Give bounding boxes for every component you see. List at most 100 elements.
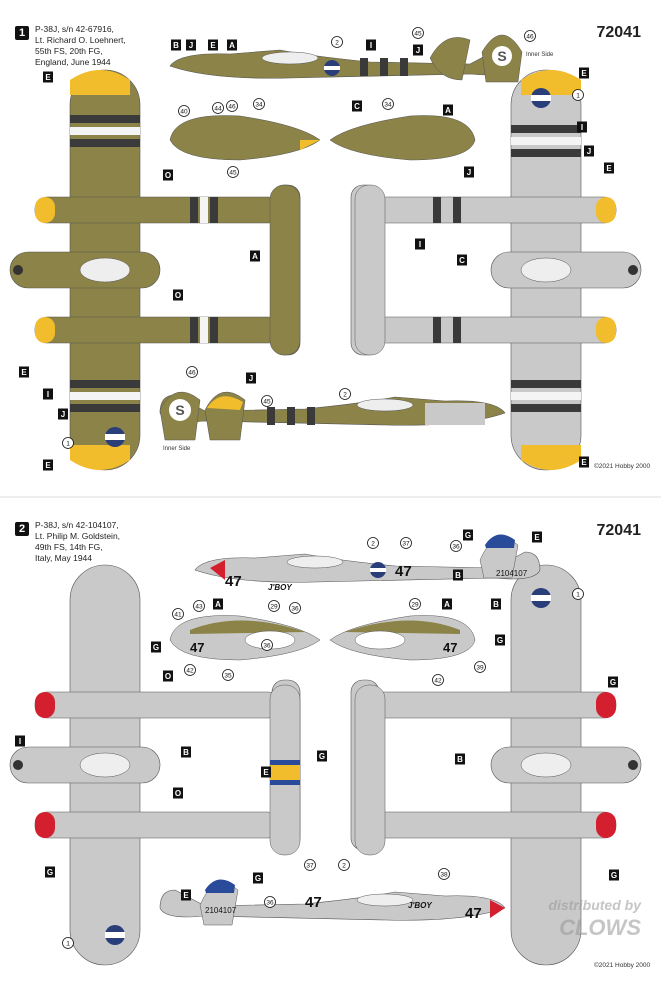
callout-box	[45, 866, 55, 878]
callout-text: O	[175, 291, 181, 300]
callout-box	[457, 254, 467, 266]
callout-text: 41	[174, 611, 182, 618]
callout-box	[163, 670, 173, 682]
sheet2-nose-views	[169, 615, 476, 661]
caption-line: Italy, May 1944	[35, 553, 93, 563]
callout-box	[208, 39, 218, 51]
callout-text: I	[581, 123, 583, 132]
callout-letter: A	[442, 598, 452, 610]
sheet1-fins-bottom: S	[159, 391, 246, 441]
callout-number: 45	[412, 27, 424, 39]
callout-number: 1	[572, 588, 584, 600]
inner-side-label: Inner Side	[163, 446, 191, 452]
callout-text: B	[493, 600, 499, 609]
sheet1-side-view-top	[169, 37, 516, 81]
callout-box	[43, 459, 53, 471]
callout-number: 40	[178, 105, 190, 117]
callout-letter: G	[45, 866, 55, 878]
callout-box	[151, 641, 161, 653]
callout-text: 2	[371, 540, 375, 547]
callout-letter: C	[457, 254, 467, 266]
sheet2-side-view-bottom	[159, 889, 506, 921]
callout-circle	[409, 598, 421, 610]
callout-circle	[193, 600, 205, 612]
callout-text: G	[47, 868, 53, 877]
callout-circle	[222, 669, 234, 681]
callout-text: I	[370, 41, 372, 50]
sheet1-nose-views	[169, 115, 476, 161]
callout-box	[464, 166, 474, 178]
callout-box	[352, 100, 362, 112]
callout-letter: I	[43, 388, 53, 400]
callout-letter: G	[463, 529, 473, 541]
callout-box	[495, 634, 505, 646]
callout-number: 39	[474, 661, 486, 673]
callout-text: C	[354, 102, 360, 111]
callout-letter: O	[173, 289, 183, 301]
callout-letter: O	[163, 169, 173, 181]
callout-letter: G	[495, 634, 505, 646]
caption-line: England, June 1944	[35, 57, 111, 67]
callout-box	[455, 753, 465, 765]
callout-circle	[400, 537, 412, 549]
callout-letter: G	[317, 750, 327, 762]
callout-box	[604, 162, 614, 174]
callout-number: 44	[212, 102, 224, 114]
callout-letter: J	[58, 408, 68, 420]
callout-number: 2	[331, 36, 343, 48]
callout-text: G	[611, 871, 617, 880]
callout-text: I	[419, 240, 421, 249]
callout-circle	[572, 89, 584, 101]
callout-letter: G	[151, 641, 161, 653]
callout-circle	[264, 896, 276, 908]
callout-letter: I	[577, 121, 587, 133]
callout-box	[181, 746, 191, 758]
callout-letter: E	[208, 39, 218, 51]
callout-text: 34	[255, 101, 263, 108]
callout-box	[253, 872, 263, 884]
serial-number: 2104107	[205, 906, 237, 915]
callout-circle	[474, 661, 486, 673]
nose-number: 47	[190, 640, 204, 655]
nose-art-name: J'BOY	[268, 583, 292, 592]
callout-text: A	[252, 252, 258, 261]
callout-number: 37	[304, 859, 316, 871]
callout-circle	[289, 602, 301, 614]
callout-text: 36	[266, 899, 274, 906]
callout-number: 46	[524, 30, 536, 42]
callout-letter: E	[604, 162, 614, 174]
callout-letter: B	[455, 753, 465, 765]
callout-box	[58, 408, 68, 420]
callout-text: 45	[229, 169, 237, 176]
callout-circle	[178, 105, 190, 117]
callout-text: C	[459, 256, 465, 265]
callout-text: J	[467, 168, 471, 177]
callout-circle	[212, 102, 224, 114]
callout-text: 34	[384, 101, 392, 108]
callout-text: G	[319, 752, 325, 761]
callout-letter: A	[443, 104, 453, 116]
callout-letter: I	[15, 735, 25, 747]
callout-text: E	[581, 69, 587, 78]
callout-letter: C	[352, 100, 362, 112]
callout-box	[173, 787, 183, 799]
callout-text: 1	[576, 591, 580, 598]
callout-box	[579, 67, 589, 79]
callout-text: 1	[66, 440, 70, 447]
callout-text: 40	[180, 108, 188, 115]
callout-text: 2	[335, 39, 339, 46]
callout-box	[186, 39, 196, 51]
callout-text: 1	[576, 92, 580, 99]
callout-letter: E	[43, 459, 53, 471]
caption-line: Lt. Philip M. Goldstein,	[35, 531, 121, 541]
callout-circle	[367, 537, 379, 549]
callout-number: 34	[253, 98, 265, 110]
callout-text: E	[263, 768, 269, 777]
callout-circle	[268, 600, 280, 612]
callout-number: 38	[438, 868, 450, 880]
callout-number: 36	[450, 540, 462, 552]
nose-number: 47	[305, 894, 322, 911]
callout-circle	[572, 588, 584, 600]
callout-circle	[338, 859, 350, 871]
